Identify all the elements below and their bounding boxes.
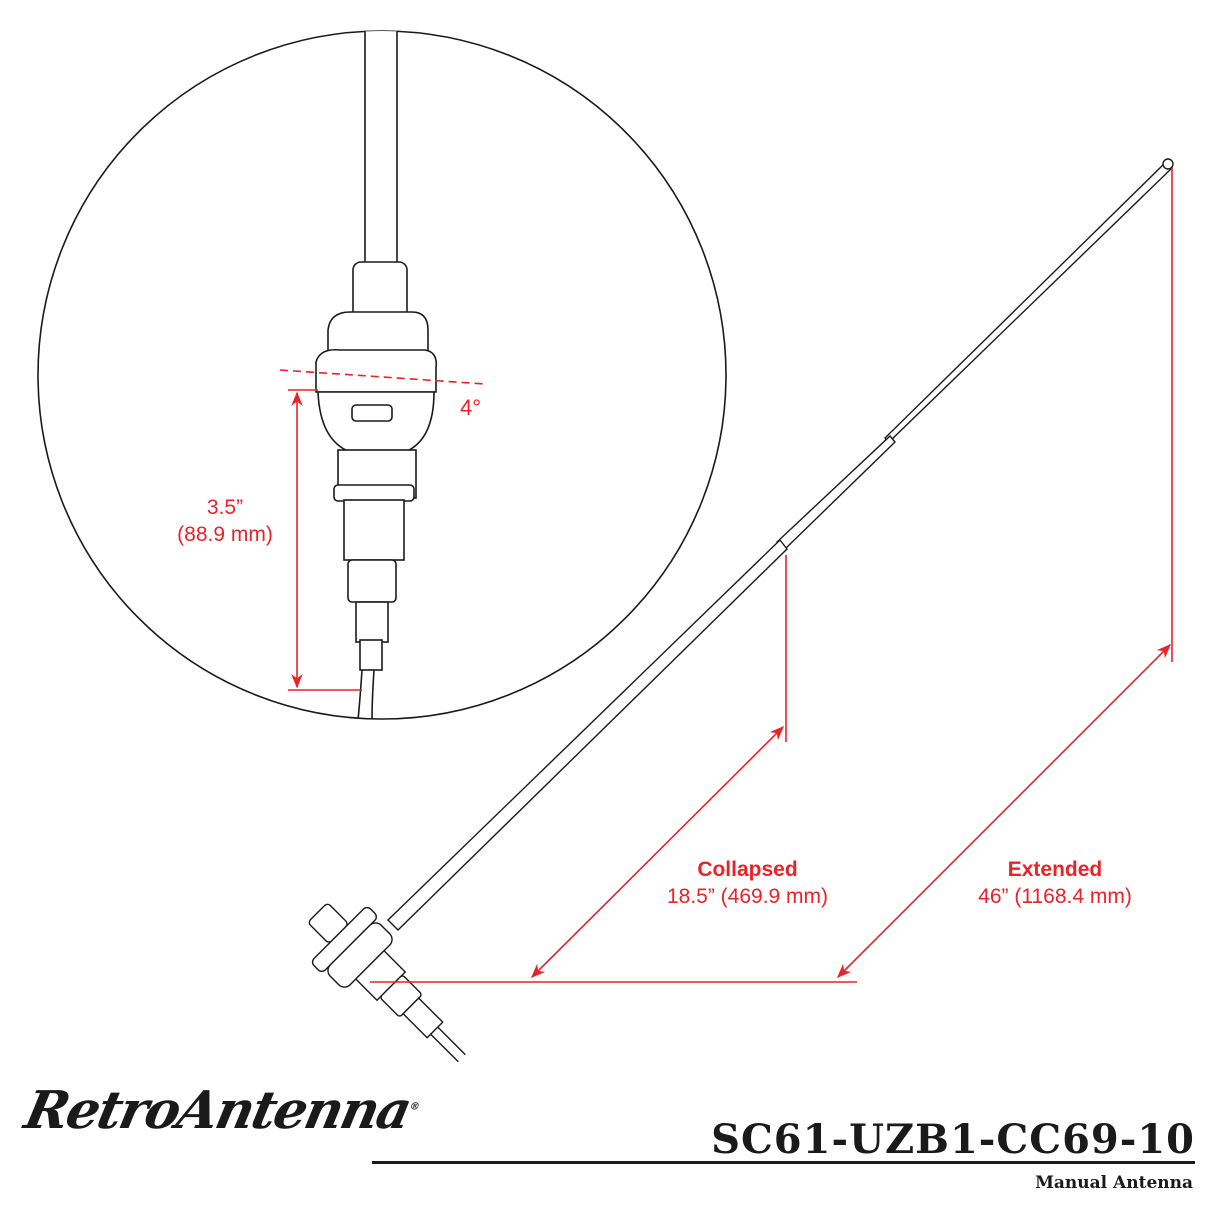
dimension-lines [370,168,1173,983]
part-number: SC61-UZB1-CC69-10 [711,1116,1195,1163]
height-metric: (88.9 mm) [177,523,273,546]
extended-label: Extended 46” (1168.4 mm) [950,856,1160,910]
collapsed-dimension-arrow [530,725,785,979]
product-subtitle: Manual Antenna [1035,1173,1193,1193]
height-label: 3.5” (88.9 mm) [150,494,300,548]
angle-label: 4° [460,395,482,420]
extended-title: Extended [1007,858,1103,881]
height-imperial: 3.5” [206,496,244,519]
brand-logo: RetroAntenna® [20,1080,424,1141]
collapsed-value: 18.5” (469.9 mm) [666,885,829,908]
footer-rule [372,1161,1195,1164]
angle-reference-line [279,369,486,385]
extended-dimension-arrow [836,643,1172,979]
collapsed-label: Collapsed 18.5” (469.9 mm) [640,856,855,910]
collapsed-title: Collapsed [697,858,798,881]
brand-logo-text: RetroAntenna [19,1080,416,1141]
extended-value: 46” (1168.4 mm) [978,885,1132,908]
mount-detail [315,31,438,719]
